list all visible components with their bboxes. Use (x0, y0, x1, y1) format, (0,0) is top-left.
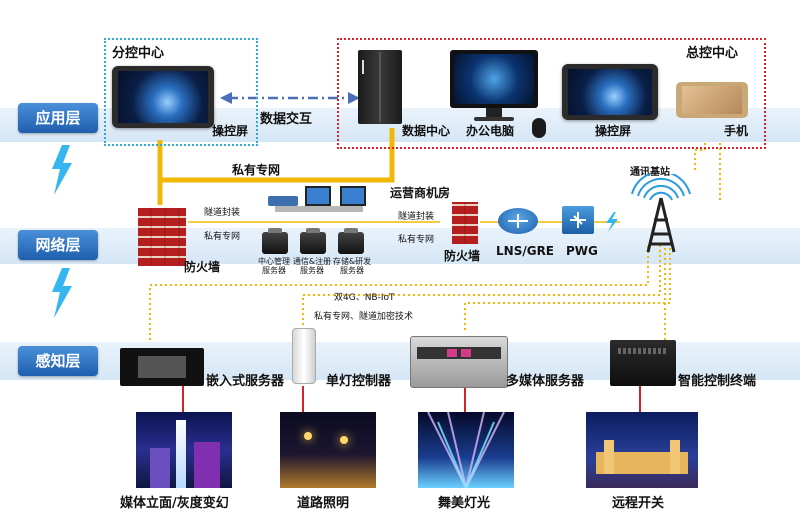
private-right-label: 私有专网 (398, 232, 434, 245)
server-label-comm: 通信&注册服务器 (292, 257, 332, 275)
tech-line2-label: 私有专网、隧道加密技术 (314, 309, 413, 322)
pc-icon (305, 186, 331, 206)
phone-label: 手机 (724, 122, 748, 139)
single-lamp-label: 单灯控制器 (326, 370, 391, 389)
facade-photo (136, 412, 232, 488)
server-icon (300, 232, 326, 254)
branch-center-title: 分控中心 (112, 42, 164, 61)
main-center-title: 总控中心 (686, 42, 738, 61)
lightning-icon (604, 212, 620, 232)
office-pc-label: 办公电脑 (466, 122, 514, 139)
road-label: 道路照明 (297, 492, 349, 511)
multimedia-server-label: 多媒体服务器 (506, 370, 584, 389)
server-icon (262, 232, 288, 254)
office-pc-monitor (450, 50, 538, 108)
server-label-center: 中心管理服务器 (254, 257, 294, 275)
carrier-room-label: 运营商机房 (390, 184, 450, 201)
main-control-screen (562, 64, 658, 120)
data-center-label: 数据中心 (402, 122, 450, 139)
router-icon (498, 208, 538, 234)
pwg-icon (562, 206, 594, 234)
firewall-left-label: 防火墙 (184, 258, 220, 275)
single-lamp-controller-device (292, 328, 316, 384)
data-center-rack (358, 50, 402, 124)
remote-label: 远程开关 (612, 492, 664, 511)
firewall-right (452, 202, 478, 244)
lns-gre-label: LNS/GRE (496, 244, 554, 258)
stage-lighting-photo (418, 412, 514, 488)
mouse-icon (532, 118, 546, 138)
embedded-server-device (120, 348, 204, 386)
server-label-storage: 存储&研发服务器 (330, 257, 374, 275)
server-icon (338, 232, 364, 254)
smart-control-terminal-device (610, 340, 676, 386)
remote-switch-photo (586, 412, 698, 488)
tunnel-right-label: 隧道封装 (398, 209, 434, 222)
private-left-label: 私有专网 (204, 229, 240, 242)
data-exchange-label: 数据交互 (260, 108, 312, 127)
firewall-left (138, 208, 186, 266)
smart-terminal-label: 智能控制终端 (678, 370, 756, 389)
tunnel-left-label: 隧道封装 (204, 205, 240, 218)
stage-label: 舞美灯光 (438, 492, 490, 511)
branch-control-screen (112, 66, 214, 128)
branch-screen-label: 操控屏 (212, 122, 248, 139)
network-switch (268, 196, 298, 206)
pc-icon (340, 186, 366, 206)
facade-label: 媒体立面/灰度变幻 (120, 492, 229, 511)
main-screen-label: 操控屏 (595, 122, 631, 139)
phone-device (676, 82, 748, 118)
embedded-server-label: 嵌入式服务器 (206, 370, 284, 389)
private-net-label: 私有专网 (232, 161, 280, 178)
multimedia-server-device (410, 336, 508, 388)
tech-line1-label: 双4G、NB-IoT (334, 290, 395, 303)
firewall-right-label: 防火墙 (444, 247, 480, 264)
base-station-tower-icon (624, 174, 698, 254)
road-lighting-photo (280, 412, 376, 488)
pwg-label: PWG (566, 244, 598, 258)
